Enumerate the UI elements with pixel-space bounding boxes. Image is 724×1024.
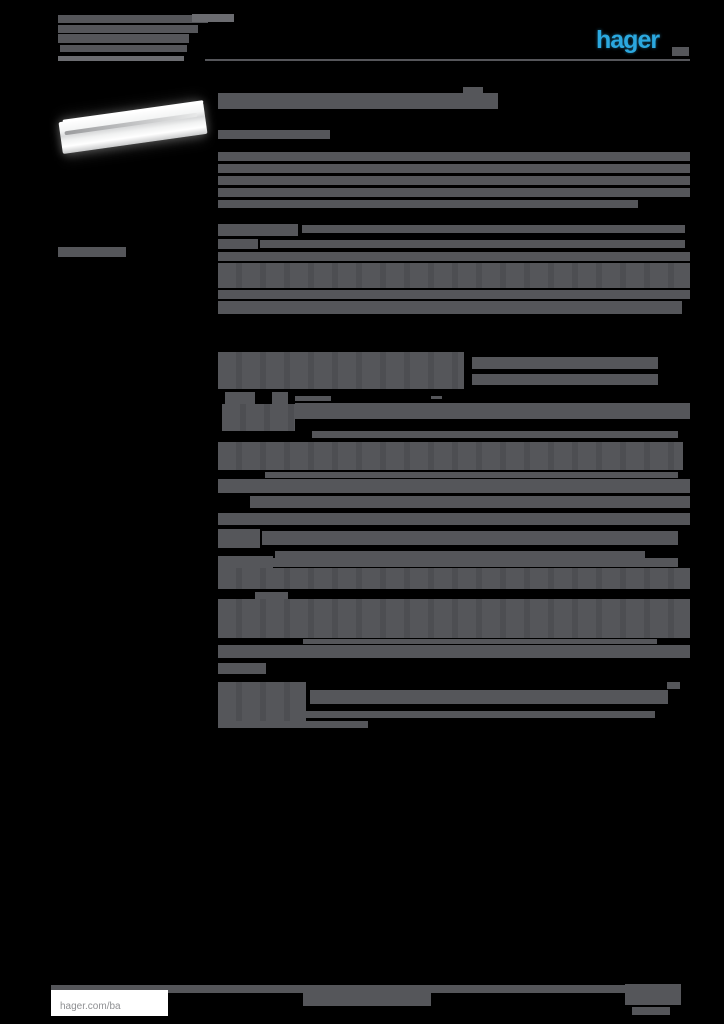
page-number-block bbox=[625, 984, 681, 1005]
description-line bbox=[218, 176, 690, 185]
address-line bbox=[192, 14, 234, 22]
address-line bbox=[60, 45, 187, 52]
spec-row bbox=[218, 479, 690, 493]
title-redacted bbox=[463, 87, 483, 94]
spec-value bbox=[275, 551, 645, 558]
footer-text-redacted bbox=[303, 992, 431, 1006]
spec-value bbox=[265, 472, 678, 478]
spec-row bbox=[218, 442, 683, 470]
section-header-redacted bbox=[218, 663, 266, 674]
spec-label bbox=[225, 392, 255, 407]
address-line bbox=[58, 25, 198, 33]
hager-logo: hager bbox=[596, 26, 660, 54]
description-line bbox=[218, 152, 690, 161]
logo-blur-mark bbox=[672, 47, 689, 56]
spec-label bbox=[272, 392, 288, 407]
accessory-value bbox=[310, 690, 668, 704]
description-line bbox=[218, 200, 638, 208]
address-line bbox=[58, 15, 208, 23]
spec-row bbox=[218, 252, 690, 261]
spec-value bbox=[273, 558, 678, 567]
spec-value bbox=[302, 225, 685, 233]
footer-website-box: hager.com/ba bbox=[51, 990, 168, 1016]
description-line bbox=[218, 188, 690, 197]
spec-row bbox=[218, 263, 690, 288]
accessory-value bbox=[218, 721, 368, 728]
spec-value bbox=[295, 396, 331, 401]
accessory-label bbox=[218, 682, 306, 728]
spec-value bbox=[295, 403, 690, 419]
footer-bar bbox=[51, 985, 681, 993]
address-line bbox=[58, 34, 189, 43]
spec-label bbox=[218, 352, 464, 389]
spec-row bbox=[218, 301, 682, 314]
spec-row bbox=[218, 568, 690, 589]
spec-label bbox=[222, 404, 295, 431]
footer-website-link[interactable]: hager.com/ba bbox=[60, 1001, 121, 1012]
spec-label bbox=[218, 239, 258, 249]
spec-label bbox=[218, 529, 260, 548]
section-label-redacted bbox=[58, 247, 126, 257]
spec-row bbox=[218, 599, 690, 638]
accessory-value bbox=[290, 711, 655, 718]
spec-value bbox=[262, 531, 678, 545]
spec-value bbox=[472, 357, 658, 369]
subtitle-redacted bbox=[218, 130, 330, 139]
spec-value bbox=[303, 639, 657, 644]
description-line bbox=[218, 164, 690, 173]
page-number-sub bbox=[632, 1007, 670, 1015]
spec-label bbox=[255, 592, 288, 599]
header-divider bbox=[205, 59, 690, 61]
spec-row bbox=[218, 290, 690, 299]
spec-label bbox=[218, 224, 298, 236]
address-line bbox=[58, 56, 184, 61]
spec-row bbox=[218, 645, 690, 658]
spec-value bbox=[431, 396, 442, 399]
spec-value bbox=[260, 240, 685, 248]
title-redacted bbox=[218, 93, 498, 109]
product-photo bbox=[58, 92, 208, 162]
spec-row bbox=[218, 513, 690, 525]
spec-row bbox=[250, 496, 690, 508]
spec-value bbox=[312, 431, 678, 438]
accessory-mark bbox=[667, 682, 680, 689]
spec-value bbox=[472, 374, 658, 385]
spec-label bbox=[218, 556, 273, 568]
